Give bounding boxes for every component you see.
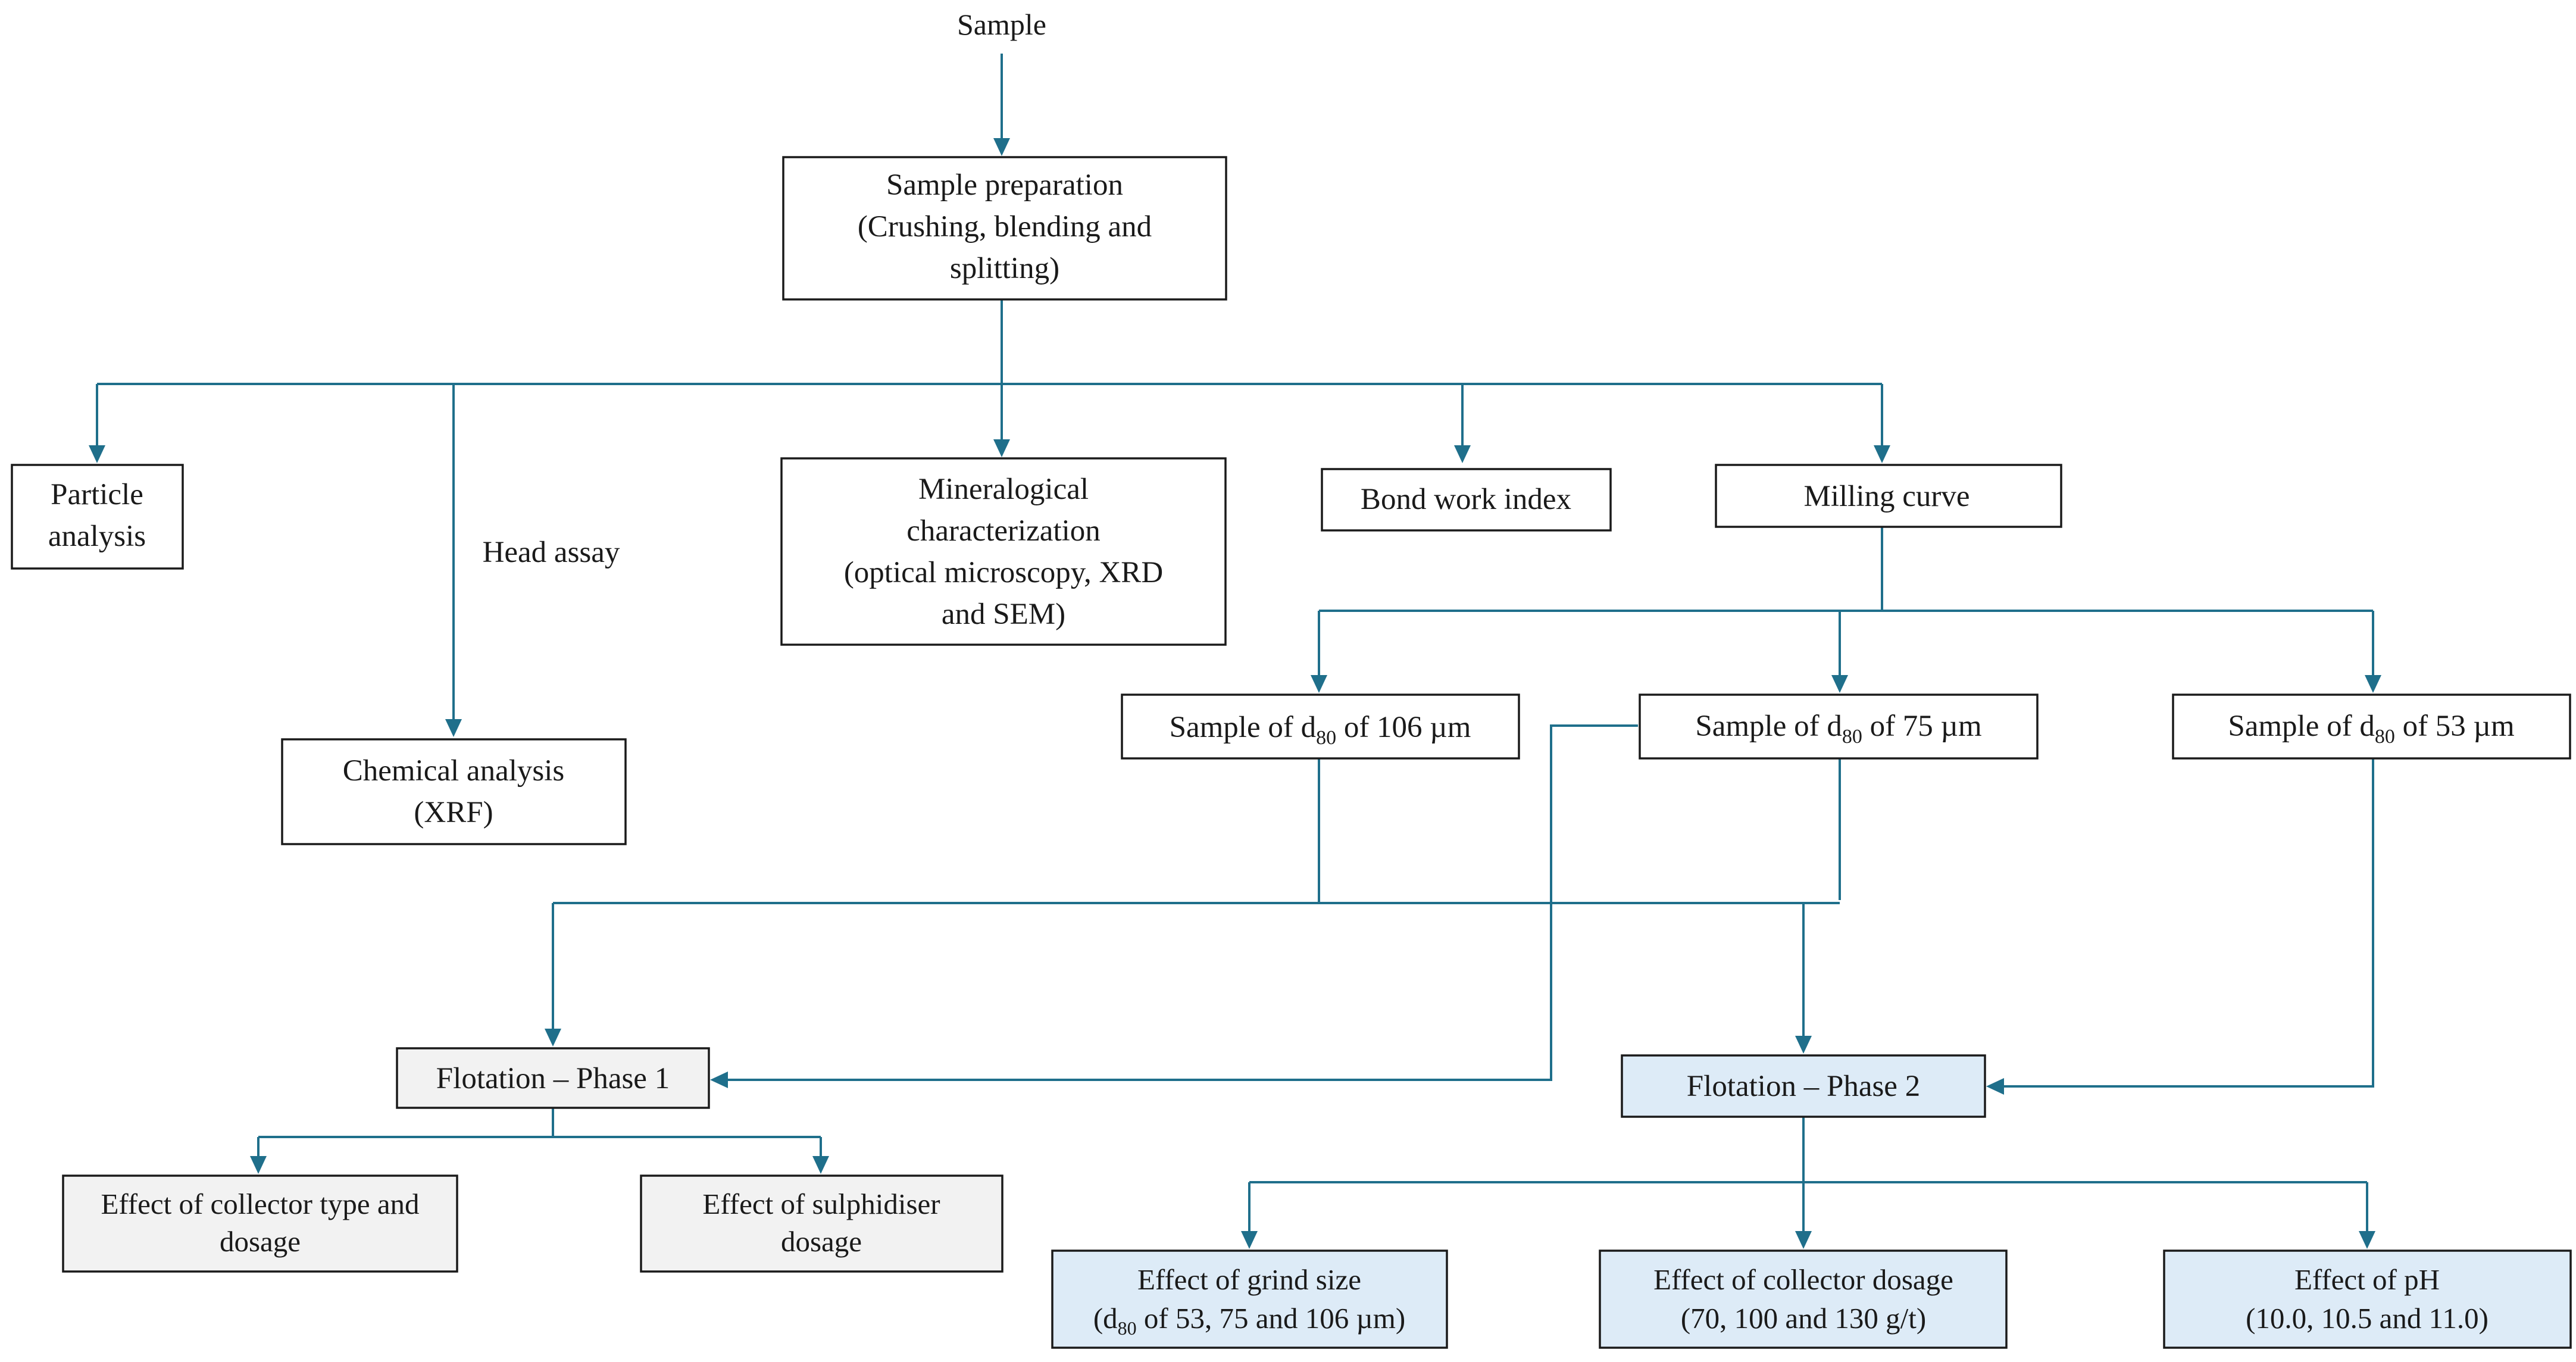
node-flotation-phase-2: Flotation – Phase 2 bbox=[1621, 1054, 1986, 1118]
node-effect-collector-dosage: Effect of collector dosage (70, 100 and … bbox=[1599, 1249, 2008, 1349]
connector-s53-to-phase2 bbox=[2004, 758, 2374, 1088]
node-chemical-analysis-line-1: Chemical analysis bbox=[343, 754, 565, 788]
arrowhead bbox=[545, 1029, 561, 1047]
node-sample-d80-75: Sample of d80 of 75 µm bbox=[1639, 694, 2039, 760]
arrowhead bbox=[812, 1156, 829, 1174]
node-chemical-analysis: Chemical analysis (XRF) bbox=[281, 738, 627, 845]
arrowhead bbox=[1241, 1231, 1258, 1249]
node-effect-ph: Effect of pH (10.0, 10.5 and 11.0) bbox=[2163, 1249, 2572, 1349]
arrowhead bbox=[1795, 1036, 1812, 1054]
arrowhead bbox=[993, 439, 1010, 457]
node-effect-collector-type-line-1: Effect of collector type and bbox=[101, 1188, 419, 1220]
node-sample-d80-53-label: Sample of d80 of 53 µm bbox=[2228, 710, 2514, 748]
sample-label: Sample bbox=[957, 8, 1046, 41]
node-particle-analysis: Particle analysis bbox=[11, 464, 184, 570]
node-effect-ph-line-1: Effect of pH bbox=[2294, 1263, 2440, 1296]
arrowhead bbox=[250, 1156, 267, 1174]
node-sample-d80-106: Sample of d80 of 106 µm bbox=[1121, 694, 1520, 760]
node-effect-collector-type: Effect of collector type and dosage bbox=[62, 1174, 458, 1273]
node-sample-d80-75-label: Sample of d80 of 75 µm bbox=[1695, 710, 1981, 748]
node-effect-sulphidiser-line-1: Effect of sulphidiser bbox=[702, 1188, 940, 1220]
arrowhead bbox=[1874, 445, 1890, 463]
node-flotation-phase-2-label: Flotation – Phase 2 bbox=[1687, 1070, 1920, 1103]
node-mineral-line-3: (optical microscopy, XRD bbox=[844, 556, 1163, 589]
arrowhead bbox=[1986, 1078, 2004, 1095]
node-mineral-line-2: characterization bbox=[906, 514, 1101, 548]
arrowhead bbox=[2365, 675, 2381, 693]
node-sample-preparation: Sample preparation (Crushing, blending a… bbox=[782, 156, 1227, 301]
arrowhead bbox=[1795, 1231, 1812, 1249]
node-effect-collector-dosage-line-1: Effect of collector dosage bbox=[1653, 1263, 1953, 1296]
node-flotation-phase-1-label: Flotation – Phase 1 bbox=[436, 1062, 670, 1095]
node-sample-d80-53: Sample of d80 of 53 µm bbox=[2172, 694, 2571, 760]
node-effect-sulphidiser: Effect of sulphidiser dosage bbox=[640, 1174, 1003, 1273]
node-effect-ph-line-2: (10.0, 10.5 and 11.0) bbox=[2246, 1302, 2489, 1335]
node-effect-collector-dosage-line-2: (70, 100 and 130 g/t) bbox=[1681, 1302, 1926, 1335]
node-particle-analysis-line-1: Particle bbox=[51, 478, 143, 511]
connectors bbox=[89, 54, 2381, 1249]
head-assay-label: Head assay bbox=[483, 536, 620, 569]
node-sample-d80-106-label: Sample of d80 of 106 µm bbox=[1170, 711, 1471, 749]
arrowhead bbox=[445, 719, 462, 737]
arrowhead bbox=[89, 445, 105, 463]
arrowhead bbox=[1831, 675, 1848, 693]
node-flotation-phase-1: Flotation – Phase 1 bbox=[396, 1047, 710, 1109]
node-effect-collector-type-line-2: dosage bbox=[220, 1225, 301, 1258]
arrowhead bbox=[1454, 445, 1471, 463]
node-particle-analysis-line-2: analysis bbox=[48, 520, 146, 553]
node-milling-curve: Milling curve bbox=[1715, 464, 2062, 528]
node-mineralogical-characterization: Mineralogical characterization (optical … bbox=[780, 457, 1227, 646]
node-milling-curve-label: Milling curve bbox=[1803, 480, 1969, 513]
node-effect-grind-size-line-2: (d80 of 53, 75 and 106 µm) bbox=[1093, 1302, 1405, 1339]
node-bond-work-index-label: Bond work index bbox=[1361, 483, 1571, 516]
node-mineral-line-4: and SEM) bbox=[942, 598, 1065, 631]
node-effect-grind-size-line-1: Effect of grind size bbox=[1137, 1263, 1361, 1296]
arrowhead bbox=[993, 138, 1010, 156]
arrowhead bbox=[2359, 1231, 2375, 1249]
node-sample-preparation-line-2: (Crushing, blending and bbox=[858, 210, 1152, 243]
node-effect-sulphidiser-line-2: dosage bbox=[781, 1225, 862, 1258]
node-chemical-analysis-line-2: (XRF) bbox=[414, 796, 493, 829]
arrowhead bbox=[1311, 675, 1327, 693]
connector-s75-to-phase1 bbox=[728, 724, 1638, 1081]
node-bond-work-index: Bond work index bbox=[1321, 468, 1612, 532]
arrowhead bbox=[710, 1072, 728, 1088]
node-sample-preparation-line-3: splitting) bbox=[950, 252, 1059, 285]
node-mineral-line-1: Mineralogical bbox=[918, 473, 1089, 506]
node-effect-grind-size: Effect of grind size (d80 of 53, 75 and … bbox=[1051, 1249, 1448, 1349]
node-sample-preparation-line-1: Sample preparation bbox=[886, 168, 1123, 202]
